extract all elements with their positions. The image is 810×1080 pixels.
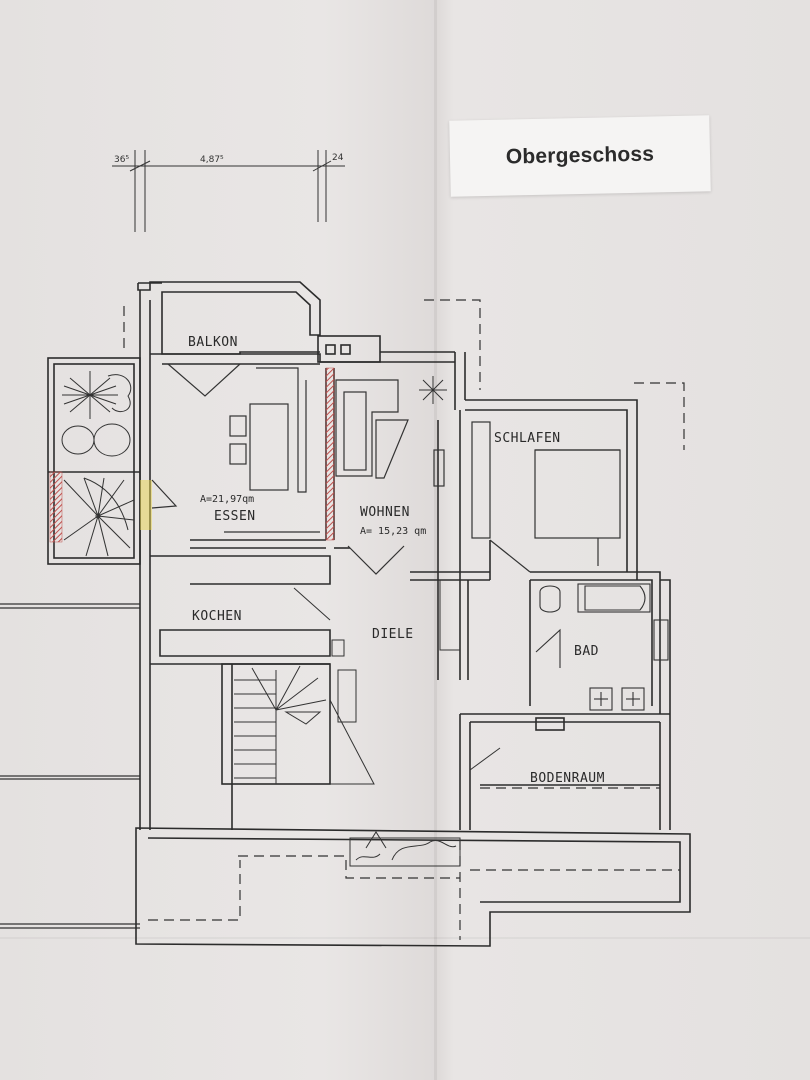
dim-left: 36⁵ bbox=[114, 155, 129, 165]
dining-furniture bbox=[151, 363, 320, 533]
room-label-bad: BAD bbox=[574, 644, 599, 659]
bath-fixtures bbox=[535, 583, 669, 711]
door-swings bbox=[293, 580, 501, 771]
plant-row-icon bbox=[349, 831, 461, 867]
main-stair bbox=[234, 639, 375, 785]
paper-fold-horizontal bbox=[0, 937, 810, 939]
room-label-wohnen: WOHNEN bbox=[360, 505, 410, 520]
sofa-furniture bbox=[335, 379, 445, 575]
red-hatched-wall-center bbox=[325, 367, 335, 541]
plant-icon-wohnen bbox=[419, 376, 447, 404]
neighbor-walls bbox=[0, 603, 140, 929]
area-label-essen: A=21,97qm bbox=[200, 494, 254, 505]
room-label-essen: ESSEN bbox=[214, 509, 256, 524]
outer-walls bbox=[47, 281, 691, 947]
plant-icon bbox=[61, 371, 132, 457]
spiral-stair-left bbox=[63, 477, 135, 557]
dim-center: 4,87⁵ bbox=[200, 155, 224, 165]
area-label-wohnen: A= 15,23 qm bbox=[360, 526, 426, 537]
dimension-line bbox=[112, 150, 345, 232]
red-hatched-wall-left bbox=[49, 471, 63, 543]
bed-furniture bbox=[471, 421, 621, 573]
room-label-balkon: BALKON bbox=[188, 335, 238, 350]
yellow-marker bbox=[140, 480, 152, 530]
dim-right: 24 bbox=[332, 153, 344, 163]
room-label-kochen: KOCHEN bbox=[192, 609, 242, 624]
paper-fold-vertical bbox=[434, 0, 437, 1080]
room-label-schlafen: SCHLAFEN bbox=[494, 431, 561, 446]
room-label-bodenraum: BODENRAUM bbox=[530, 771, 605, 786]
room-label-diele: DIELE bbox=[372, 627, 414, 642]
